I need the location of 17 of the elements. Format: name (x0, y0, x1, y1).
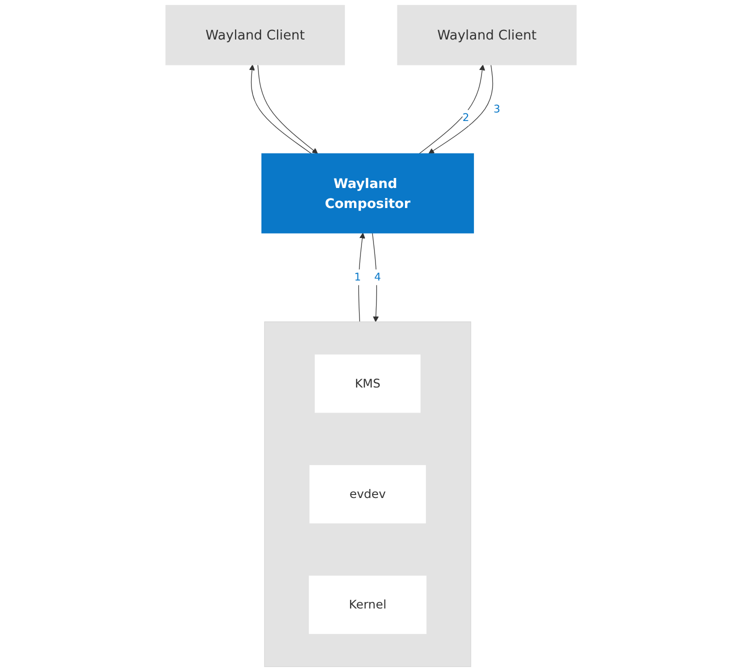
edge-label: 3 (494, 102, 501, 116)
edge-label: 1 (354, 270, 362, 284)
node-box: KMS (315, 354, 422, 413)
node-box: Wayland Client (398, 4, 578, 66)
edge-label: 2 (462, 111, 470, 124)
node-box: Kernel (309, 576, 427, 634)
arrow (250, 64, 312, 154)
edge-label: 4 (374, 270, 382, 284)
node-box: evdev (310, 465, 426, 524)
arrow (419, 64, 486, 154)
node-box: Wayland Compositor (262, 153, 474, 234)
arrow (258, 64, 318, 154)
cluster (264, 321, 472, 668)
node-box: Wayland Client (166, 4, 346, 66)
arrow (428, 64, 494, 154)
arrow (358, 232, 366, 322)
arrow (372, 232, 380, 322)
